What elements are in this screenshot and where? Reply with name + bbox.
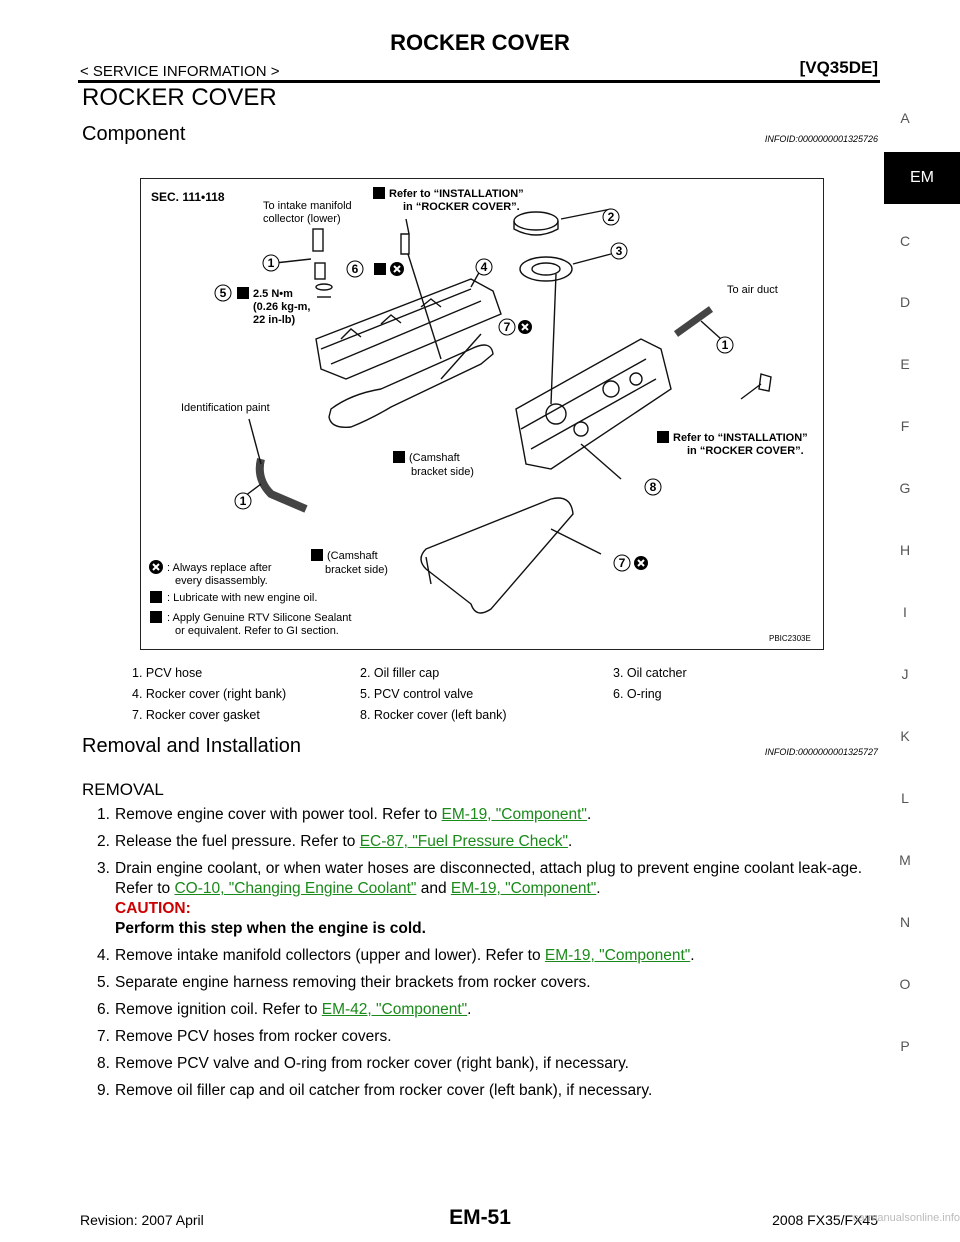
sealant-icon: [393, 451, 405, 463]
part-8: 8. Rocker cover (left bank): [360, 708, 507, 722]
step-9: 9. Remove oil filler cap and oil catcher…: [97, 1082, 653, 1099]
legend-lubricate: : Lubricate with new engine oil.: [167, 592, 317, 604]
exploded-view-svg: 1 2 3 4 5 6 7 1 8 1 7: [149, 187, 811, 643]
diagram-code: PBIC2303E: [769, 634, 811, 643]
lubricate-icon: [374, 263, 386, 275]
step-8: 8. Remove PCV valve and O-ring from rock…: [97, 1055, 629, 1072]
callout-refer-top-line2: in “ROCKER COVER”.: [403, 201, 520, 213]
side-index-n[interactable]: N: [899, 914, 911, 930]
side-index-e[interactable]: E: [900, 356, 910, 372]
callout-identification-paint: Identification paint: [181, 402, 270, 414]
callout-torque-line1: 2.5 N•m: [253, 288, 293, 300]
side-index-g[interactable]: G: [899, 480, 911, 496]
callout-refer-right-line2: in “ROCKER COVER”.: [687, 445, 804, 457]
diagram-callout-1a: 1: [268, 256, 275, 270]
side-index-f[interactable]: F: [900, 418, 910, 434]
side-index-h[interactable]: H: [899, 542, 911, 558]
sealant-icon: [311, 549, 323, 561]
diagram-callout-8: 8: [650, 480, 657, 494]
part-6: 6. O-ring: [613, 687, 662, 701]
callout-camshaft-upper-line1: (Camshaft: [409, 452, 460, 464]
diagram-callout-3: 3: [616, 244, 623, 258]
part-1: 1. PCV hose: [132, 666, 203, 680]
sealant-icon: [150, 611, 162, 623]
step-7: 7. Remove PCV hoses from rocker covers.: [97, 1028, 392, 1045]
legend-rtv-line1: : Apply Genuine RTV Silicone Sealant: [167, 612, 351, 624]
callout-torque-line2: (0.26 kg-m,: [253, 301, 310, 313]
footer-model: 2008 FX35/FX45: [772, 1212, 878, 1228]
link-em-42-component[interactable]: EM-42, "Component": [321, 1001, 468, 1018]
callout-intake-line2: collector (lower): [263, 213, 341, 225]
side-index-c[interactable]: C: [899, 233, 911, 249]
engine-code: [VQ35DE]: [799, 58, 878, 77]
step-3: 3. Drain engine coolant, or when water h…: [97, 860, 863, 937]
legend-replace-line1: : Always replace after: [167, 562, 272, 574]
callout-torque-line3: 22 in-lb): [253, 314, 296, 326]
side-index-m[interactable]: M: [899, 852, 911, 868]
component-heading: Component: [82, 123, 186, 145]
callout-camshaft-lower-line1: (Camshaft: [327, 550, 378, 562]
footer-page-number: EM-51: [449, 1206, 511, 1229]
legend-replace-line2: every disassembly.: [175, 575, 268, 587]
removal-installation-heading: Removal and Installation: [82, 735, 302, 757]
torque-wrench-icon: [237, 287, 249, 299]
link-ec-87-fuel-pressure[interactable]: EC-87, "Fuel Pressure Check": [359, 833, 568, 850]
diagram-callout-7a: 7: [504, 320, 511, 334]
callout-camshaft-upper-line2: bracket side): [411, 466, 474, 478]
lubricate-icon: [150, 591, 162, 603]
callout-intake-line1: To intake manifold: [263, 200, 352, 212]
refer-icon: [373, 187, 385, 199]
step-2: 2. Release the fuel pressure. Refer to E…: [97, 833, 573, 850]
side-index-l[interactable]: L: [901, 790, 909, 806]
link-em-19-component[interactable]: EM-19, "Component": [441, 806, 587, 823]
part-3: 3. Oil catcher: [613, 666, 687, 680]
side-index-d[interactable]: D: [899, 294, 911, 310]
part-7: 7. Rocker cover gasket: [132, 708, 260, 722]
link-co-10-changing-coolant[interactable]: CO-10, "Changing Engine Coolant": [174, 880, 417, 897]
diagram-callout-5: 5: [220, 286, 227, 300]
removal-info-id: INFOID:0000000001325727: [764, 747, 878, 757]
part-5: 5. PCV control valve: [360, 687, 474, 701]
header-divider: [78, 80, 880, 83]
refer-icon: [657, 431, 669, 443]
diagram-callout-1c: 1: [240, 494, 247, 508]
rocker-cover-diagram: 1 2 3 4 5 6 7 1 8 1 7: [140, 178, 824, 650]
link-em-19-component-2[interactable]: EM-19, "Component": [450, 880, 597, 897]
step-4: 4. Remove intake manifold collectors (up…: [97, 947, 695, 964]
step-6: 6. Remove ignition coil. Refer to EM-42,…: [97, 1001, 472, 1018]
callout-camshaft-lower-line2: bracket side): [325, 564, 388, 576]
breadcrumb: < SERVICE INFORMATION >: [80, 63, 280, 80]
diagram-callout-6: 6: [352, 262, 359, 276]
page-header-title: ROCKER COVER: [390, 30, 570, 55]
section-title: ROCKER COVER: [82, 84, 277, 111]
part-4: 4. Rocker cover (right bank): [132, 687, 287, 701]
diagram-callout-1b: 1: [722, 338, 729, 352]
callout-refer-top-line1: Refer to “INSTALLATION”: [389, 188, 524, 200]
caution-label: CAUTION:: [115, 900, 191, 917]
callout-to-air-duct: To air duct: [727, 284, 778, 296]
diagram-sec-label: SEC. 111•118: [151, 190, 225, 204]
callout-refer-right-line1: Refer to “INSTALLATION”: [673, 432, 808, 444]
caution-text: Perform this step when the engine is col…: [115, 920, 426, 937]
removal-subheading: REMOVAL: [82, 780, 164, 799]
component-info-id: INFOID:0000000001325726: [764, 134, 878, 144]
side-index-p[interactable]: P: [900, 1038, 910, 1054]
diagram-callout-7b: 7: [619, 556, 626, 570]
diagram-callout-4: 4: [481, 260, 488, 274]
removal-steps: 1. Remove engine cover with power tool. …: [97, 805, 887, 1108]
part-2: 2. Oil filler cap: [360, 666, 440, 680]
watermark: carmanualsonline.info: [852, 1212, 960, 1224]
diagram-callout-2: 2: [608, 210, 615, 224]
side-index-em-active[interactable]: EM: [884, 152, 960, 204]
step-5: 5. Separate engine harness removing thei…: [97, 974, 591, 991]
legend-rtv-line2: or equivalent. Refer to GI section.: [175, 625, 339, 637]
side-index-i[interactable]: I: [903, 604, 907, 620]
side-index-o[interactable]: O: [899, 976, 911, 992]
step-1: 1. Remove engine cover with power tool. …: [97, 806, 592, 823]
side-index-a[interactable]: A: [900, 110, 910, 126]
side-index-j[interactable]: J: [901, 666, 909, 682]
side-index-k[interactable]: K: [900, 728, 910, 744]
footer-revision: Revision: 2007 April: [80, 1212, 204, 1228]
link-em-19-component-3[interactable]: EM-19, "Component": [544, 947, 691, 964]
